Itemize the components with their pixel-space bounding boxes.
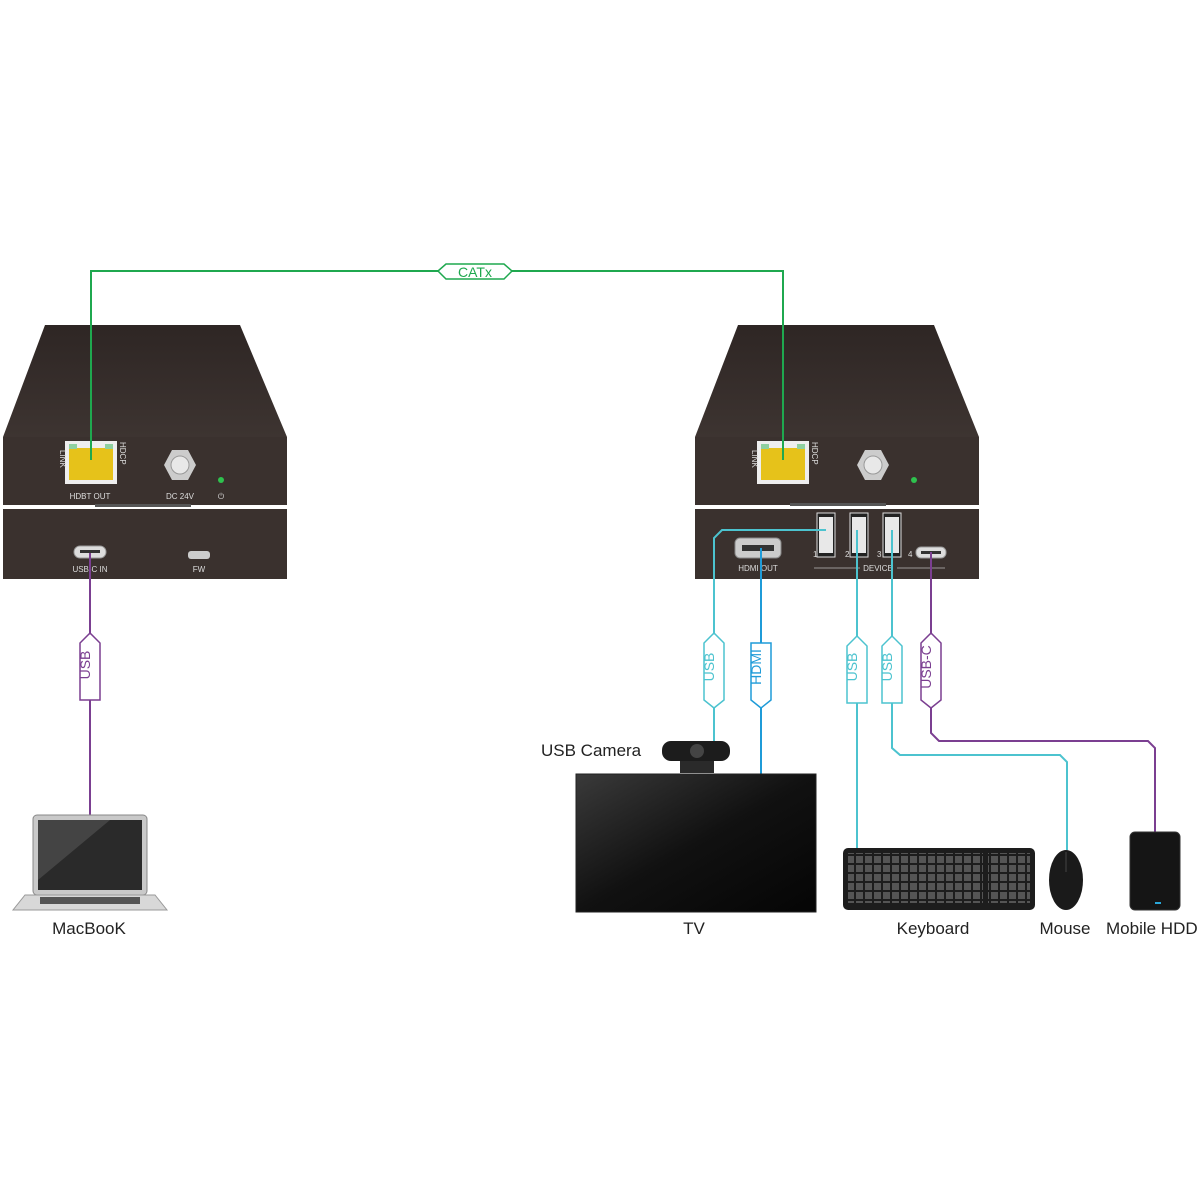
dc-power-jack[interactable] bbox=[164, 450, 196, 480]
hdbt-out-label: HDBT OUT bbox=[70, 492, 111, 501]
dc-power-jack[interactable] bbox=[857, 450, 889, 480]
hdmi-out-port[interactable] bbox=[734, 537, 782, 559]
port-number: 2 bbox=[845, 550, 850, 559]
port-number: 1 bbox=[813, 550, 818, 559]
dc-label: DC 24V bbox=[166, 492, 195, 501]
hdmi-tag: HDMI bbox=[748, 642, 772, 709]
usb-label: USB bbox=[879, 653, 895, 682]
usb-tag-left: USB bbox=[77, 631, 101, 701]
usb-label: USB bbox=[844, 653, 860, 682]
mobile-hdd-label: Mobile HDD bbox=[1106, 919, 1198, 938]
catx-tag: CATx bbox=[436, 263, 514, 280]
usb-c-label: USB-C bbox=[918, 645, 934, 689]
transmitter-unit: LINK HDCP HDBT OUT DC 24V ⏻ USB-C IN FW bbox=[3, 325, 287, 579]
catx-label: CATx bbox=[458, 264, 492, 280]
device-label: DEVICE bbox=[863, 564, 893, 573]
usb-camera-label: USB Camera bbox=[541, 741, 642, 760]
receiver-unit: LINK HDCP HDMI OUT 1 2 3 4 DEVICE bbox=[695, 325, 979, 579]
port-number: 3 bbox=[877, 550, 882, 559]
link-label: LINK bbox=[750, 450, 759, 468]
hdcp-label: HDCP bbox=[810, 442, 819, 465]
fw-port[interactable] bbox=[188, 551, 210, 559]
tv-image bbox=[575, 773, 817, 913]
power-led bbox=[911, 477, 917, 483]
power-led bbox=[218, 477, 224, 483]
mouse-image bbox=[1049, 850, 1083, 910]
hdcp-label: HDCP bbox=[118, 442, 127, 465]
usb-label: USB bbox=[77, 651, 93, 680]
keyboard-image bbox=[843, 848, 1035, 910]
macbook-image bbox=[11, 814, 169, 911]
usb-port-1[interactable] bbox=[816, 512, 836, 558]
usb-c-tag: USB-C bbox=[918, 631, 942, 709]
macbook-label: MacBooK bbox=[52, 919, 126, 938]
fw-label: FW bbox=[193, 565, 206, 574]
link-label: LINK bbox=[58, 450, 67, 468]
usb-tag-camera: USB bbox=[701, 631, 725, 709]
usb-port-2[interactable] bbox=[849, 512, 869, 558]
usb-c-cable-hdd bbox=[930, 552, 1156, 832]
power-icon: ⏻ bbox=[218, 492, 225, 501]
keyboard-label: Keyboard bbox=[897, 919, 970, 938]
hdmi-out-label: HDMI OUT bbox=[738, 564, 778, 573]
usb-cable-mouse bbox=[891, 530, 1068, 850]
port-number: 4 bbox=[908, 550, 913, 559]
hdmi-label: HDMI bbox=[748, 649, 764, 685]
tv-label: TV bbox=[683, 919, 705, 938]
usb-tag-keyboard: USB bbox=[844, 634, 868, 704]
mouse-label: Mouse bbox=[1039, 919, 1090, 938]
usb-tag-mouse: USB bbox=[879, 634, 903, 704]
mobile-hdd-image bbox=[1129, 831, 1181, 911]
usb-label: USB bbox=[701, 653, 717, 682]
usb-camera-image bbox=[662, 741, 730, 773]
